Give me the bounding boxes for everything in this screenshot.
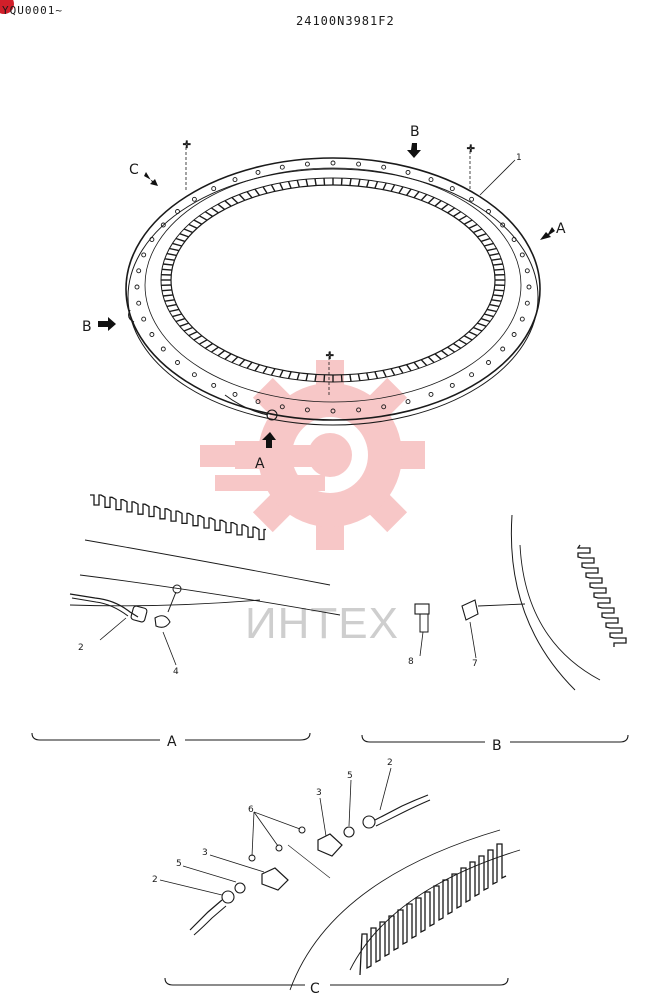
arrow-b-top-icon: B xyxy=(407,124,421,158)
detail-b-caption: B xyxy=(492,738,502,754)
svg-text:⊹: ⊹ xyxy=(183,140,191,150)
arrow-c-label: C xyxy=(129,162,139,178)
slewing-ring-main-view: ⊹ ⊹ ⊹ xyxy=(125,139,541,426)
detail-c-part-3-upper: 3 xyxy=(316,788,322,798)
arrow-a-bottom-icon: A xyxy=(255,432,276,472)
drawing-number: 24100N3981F2 xyxy=(296,14,395,28)
arrow-a-right-icon: A xyxy=(540,221,566,240)
detail-b xyxy=(361,514,629,743)
ring-lower-edge xyxy=(127,168,539,426)
ring-gear-tip xyxy=(170,184,496,376)
detail-c-caption: C xyxy=(310,981,320,997)
detail-a-caption: A xyxy=(167,734,177,750)
detail-c-part-2-lower: 2 xyxy=(152,875,158,885)
detail-c-part-2-upper: 2 xyxy=(387,758,393,768)
detail-c-part-5-upper: 5 xyxy=(347,771,353,781)
gear-logo-icon xyxy=(200,360,425,550)
ring-bolt-circle xyxy=(144,167,522,403)
arrow-a-bottom-label: A xyxy=(255,456,265,472)
part-label-1: 1 xyxy=(516,153,522,163)
svg-text:⊹: ⊹ xyxy=(467,144,475,154)
detail-c-part-6: 6 xyxy=(248,805,254,815)
arrow-a-right-label: A xyxy=(556,221,566,237)
detail-a xyxy=(31,494,341,741)
view-arrows: C B A B A xyxy=(82,124,566,472)
corner-code: YQU0001~ xyxy=(2,4,63,17)
svg-text:⊹: ⊹ xyxy=(326,351,334,361)
detail-b-part-7: 7 xyxy=(472,659,478,669)
gear-teeth xyxy=(161,178,505,382)
corner-marker xyxy=(0,0,14,14)
arrow-b-left-icon: B xyxy=(82,317,116,335)
detail-a-part-2: 2 xyxy=(78,643,84,653)
ring-outer-edge xyxy=(125,157,541,421)
watermark-text: ИНТЕХ xyxy=(245,599,399,648)
arrow-c-icon: C xyxy=(129,162,158,186)
detail-c xyxy=(159,767,521,991)
bolt-holes xyxy=(134,160,532,414)
detail-b-part-8: 8 xyxy=(408,657,414,667)
detail-c-part-5-lower: 5 xyxy=(176,859,182,869)
detail-c-part-3-lower: 3 xyxy=(202,848,208,858)
arrow-b-top-label: B xyxy=(410,124,420,140)
arrow-b-left-label: B xyxy=(82,319,92,335)
detail-a-part-4: 4 xyxy=(173,667,179,677)
